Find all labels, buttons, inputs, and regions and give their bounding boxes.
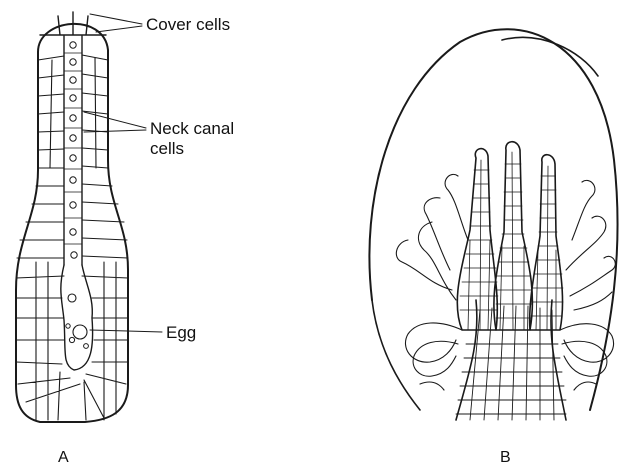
figure-b-basal-loops-right <box>560 324 614 390</box>
figure-b-archegonium-3 <box>530 155 563 330</box>
figure-a-neck-canal <box>64 36 82 265</box>
figure-a-neck-cells-left <box>17 56 64 258</box>
figure-b-archegonia-group <box>369 29 617 420</box>
figure-b-envelope-inner-left <box>372 300 420 410</box>
figure-a-neck-canal-leader <box>84 112 146 132</box>
caption-a: A <box>58 449 69 466</box>
figure-a-archegonium <box>16 12 162 422</box>
figure-a-cover-cells-leader <box>90 14 142 32</box>
figure-b-basal-loops-left <box>405 323 462 390</box>
label-cover-cells: Cover cells <box>146 15 230 34</box>
label-neck-canal-line1: Neck canal <box>150 119 234 138</box>
figure-a-egg-leader <box>90 330 162 332</box>
label-egg: Egg <box>166 323 196 342</box>
figure-b-archegonium-2-cells <box>496 152 532 330</box>
figure-a-venter-cells <box>16 262 128 420</box>
label-neck-canal-line2: cells <box>150 139 184 158</box>
figure-a-neck-canal-nuclei <box>64 42 82 258</box>
figure-a-venter <box>61 265 93 370</box>
figure-b-stalk-grid <box>456 306 566 420</box>
figure-b-envelope <box>369 29 617 410</box>
figure-a-egg-cell <box>66 294 89 348</box>
caption-b: B <box>500 449 511 466</box>
figure-b-archegonium-1 <box>457 149 497 330</box>
